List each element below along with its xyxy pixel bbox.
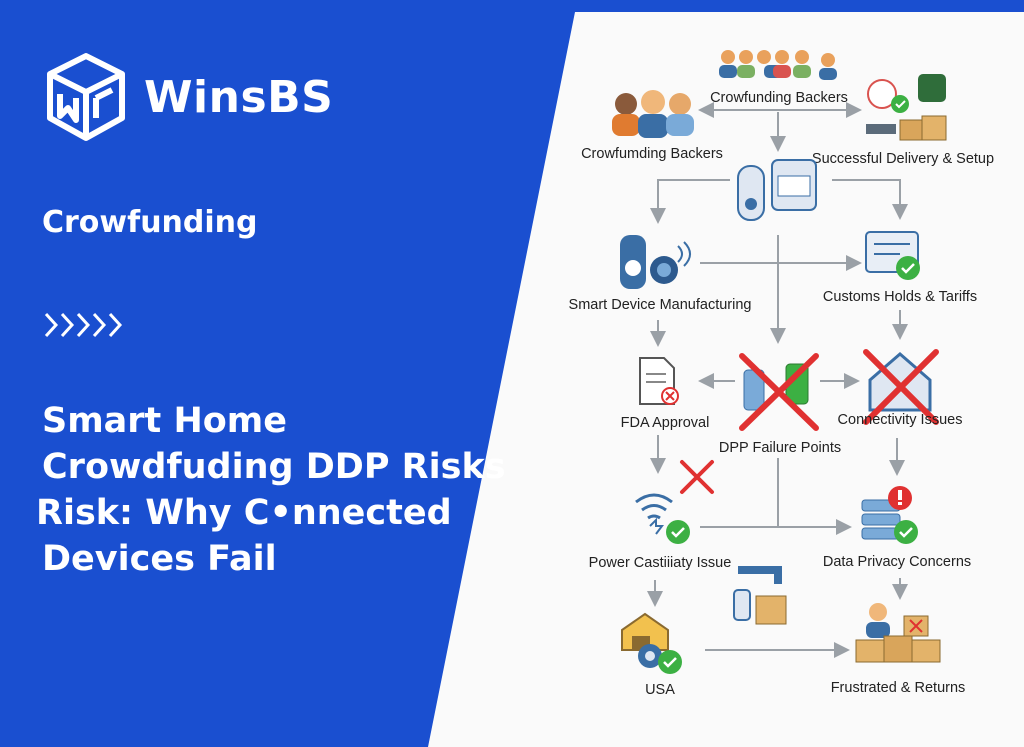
brand: WinsBS <box>46 52 333 142</box>
node-label-usa: USA <box>645 682 675 698</box>
chevrons-right-icon <box>44 312 123 338</box>
headline-line-1: Smart Home <box>42 401 288 441</box>
cube-w-logo-icon <box>47 53 125 141</box>
node-label-privacy: Data Privacy Concerns <box>823 554 971 570</box>
connectors <box>647 102 908 658</box>
people-trio-icon <box>612 90 694 138</box>
frustrated-person-boxes-icon <box>855 603 941 663</box>
document-reject-icon <box>639 357 679 405</box>
delivery-icon <box>866 74 947 141</box>
ddp-failure-icon <box>739 353 819 431</box>
server-alert-icon <box>861 486 918 544</box>
node-label-backers-top: Crowfunding Backers <box>710 90 848 106</box>
node-label-fda: FDA Approval <box>621 415 710 431</box>
category-label: Crowfunding <box>42 205 258 240</box>
wifi-power-icon <box>635 493 690 544</box>
node-label-customs: Customs Holds & Tariffs <box>823 289 977 305</box>
pipe-package-icon <box>733 566 787 625</box>
fail-x-icon <box>680 460 714 494</box>
node-label-delivery: Successful Delivery & Setup <box>812 151 994 167</box>
smart-thermostat-icon <box>737 159 817 221</box>
home-disconnected-icon <box>863 349 939 425</box>
node-label-power: Power Castiiiaty Issue <box>589 555 732 571</box>
headline: Smart Home Crowdfuding DDP Risks Risk: W… <box>36 398 556 582</box>
headline-line-4: Devices Fail <box>42 539 277 579</box>
headline-line-3: Risk: Why C•nnected <box>36 493 452 533</box>
node-label-connectivity: Connectivity Issues <box>838 412 963 428</box>
warehouse-icon <box>621 612 682 674</box>
node-label-manufacturing: Smart Device Manufacturing <box>569 297 752 313</box>
node-label-returns: Frustrated & Returns <box>831 680 966 696</box>
customs-document-icon <box>865 231 920 280</box>
brand-name: WinsBS <box>144 71 334 123</box>
people-group-icon <box>719 50 837 80</box>
node-label-backers-left: Crowfumding Backers <box>581 146 723 162</box>
headline-line-2: Crowdfuding DDP Risks <box>42 447 506 487</box>
speaker-device-icon <box>620 235 691 289</box>
node-label-ddp: DPP Failure Points <box>719 440 841 456</box>
